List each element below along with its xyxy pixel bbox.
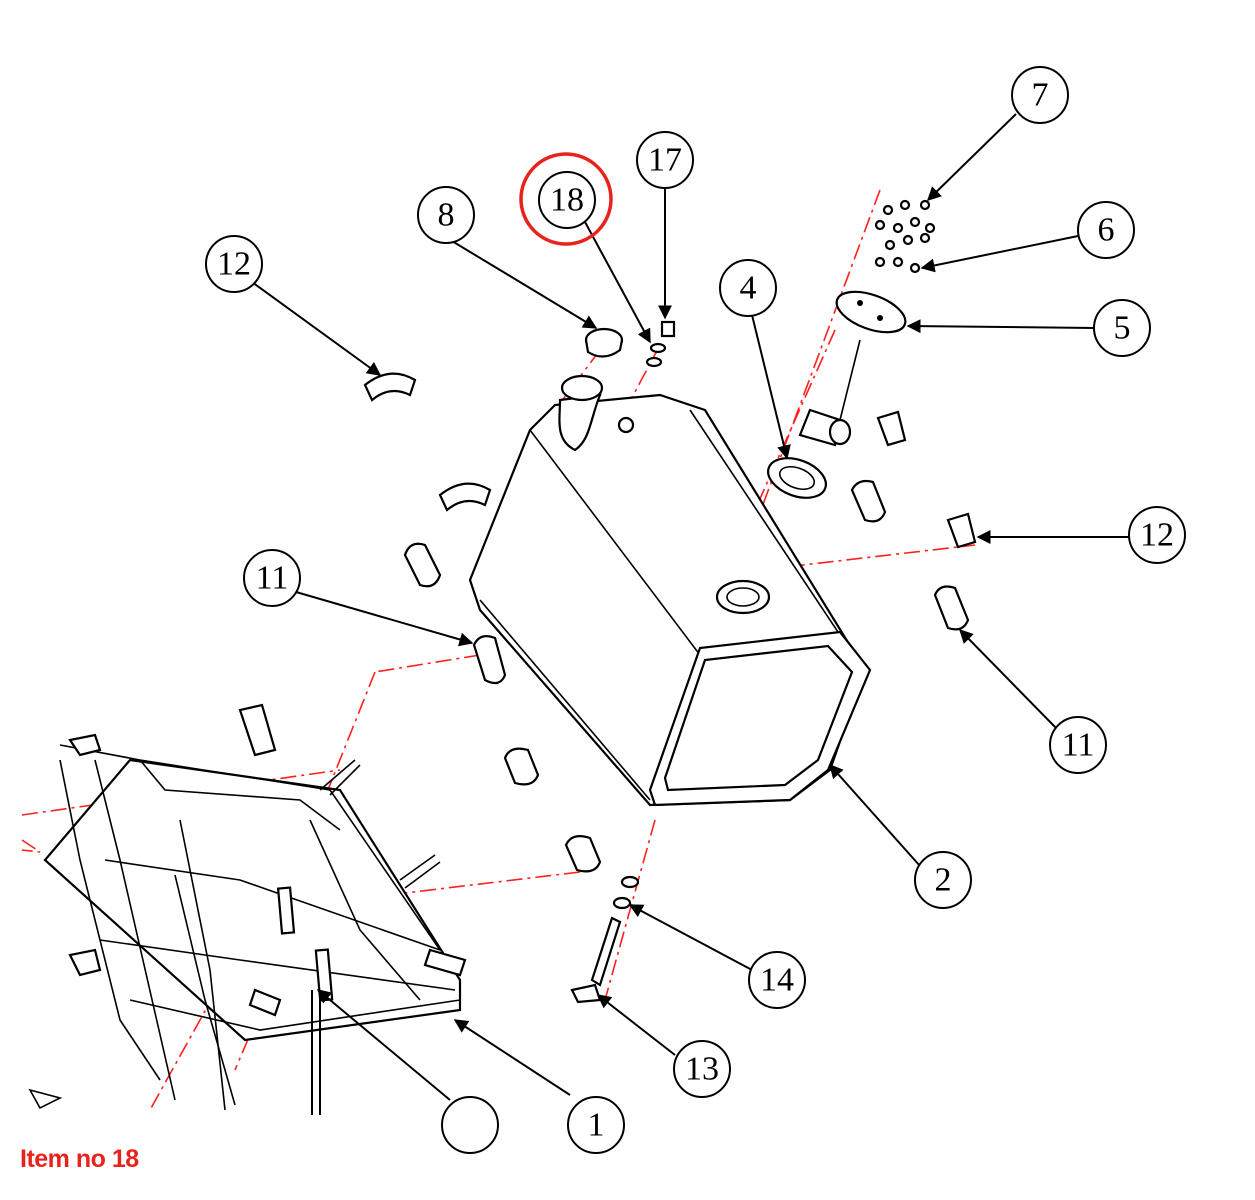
- callout-17-label: 17: [648, 142, 682, 179]
- callout-4-label: 4: [740, 270, 757, 307]
- callout-12-left: 12: [205, 235, 263, 293]
- callout-6: 6: [1077, 201, 1135, 259]
- callout-14-label: 14: [760, 962, 794, 999]
- callout-6-label: 6: [1098, 212, 1115, 249]
- small-parts: [363, 199, 977, 1004]
- fuel-tank: [468, 374, 872, 807]
- callout-12-right-label: 12: [1140, 517, 1174, 554]
- item-caption: Item no 18: [20, 1145, 139, 1173]
- callout-12-left-label: 12: [217, 246, 251, 283]
- callout-7-label: 7: [1032, 77, 1049, 114]
- callout-12-right: 12: [1128, 506, 1186, 564]
- callout-17: 17: [636, 131, 694, 189]
- callout-11-left: 11: [243, 549, 301, 607]
- callout-11-right-label: 11: [1062, 727, 1095, 764]
- callout-11-right: 11: [1049, 716, 1107, 774]
- callout-11-left-label: 11: [256, 560, 289, 597]
- frame-assembly: [28, 703, 467, 1111]
- callout-5: 5: [1093, 299, 1151, 357]
- callout-2: 2: [914, 851, 972, 909]
- callout-2-label: 2: [935, 862, 952, 899]
- callout-5-label: 5: [1114, 310, 1131, 347]
- callout-13: 13: [673, 1040, 731, 1098]
- callout-8: 8: [417, 186, 475, 244]
- callout-13-label: 13: [685, 1051, 719, 1088]
- callout-1: 1: [567, 1096, 625, 1154]
- callout-1-label: 1: [588, 1107, 605, 1144]
- callout-4: 4: [719, 259, 777, 317]
- callout-8-label: 8: [438, 197, 455, 234]
- callout-14: 14: [748, 951, 806, 1009]
- leader-lines: [251, 113, 1130, 1115]
- callout-18-label: 18: [550, 182, 584, 219]
- callout-18: 18: [538, 171, 596, 229]
- callout-partial: [441, 1096, 499, 1154]
- exploded-parts-diagram: 1 2 4 5 6 7 8 11 11 12 12: [21, 66, 1186, 1154]
- highlight-ring: [519, 152, 613, 246]
- callout-7: 7: [1011, 66, 1069, 124]
